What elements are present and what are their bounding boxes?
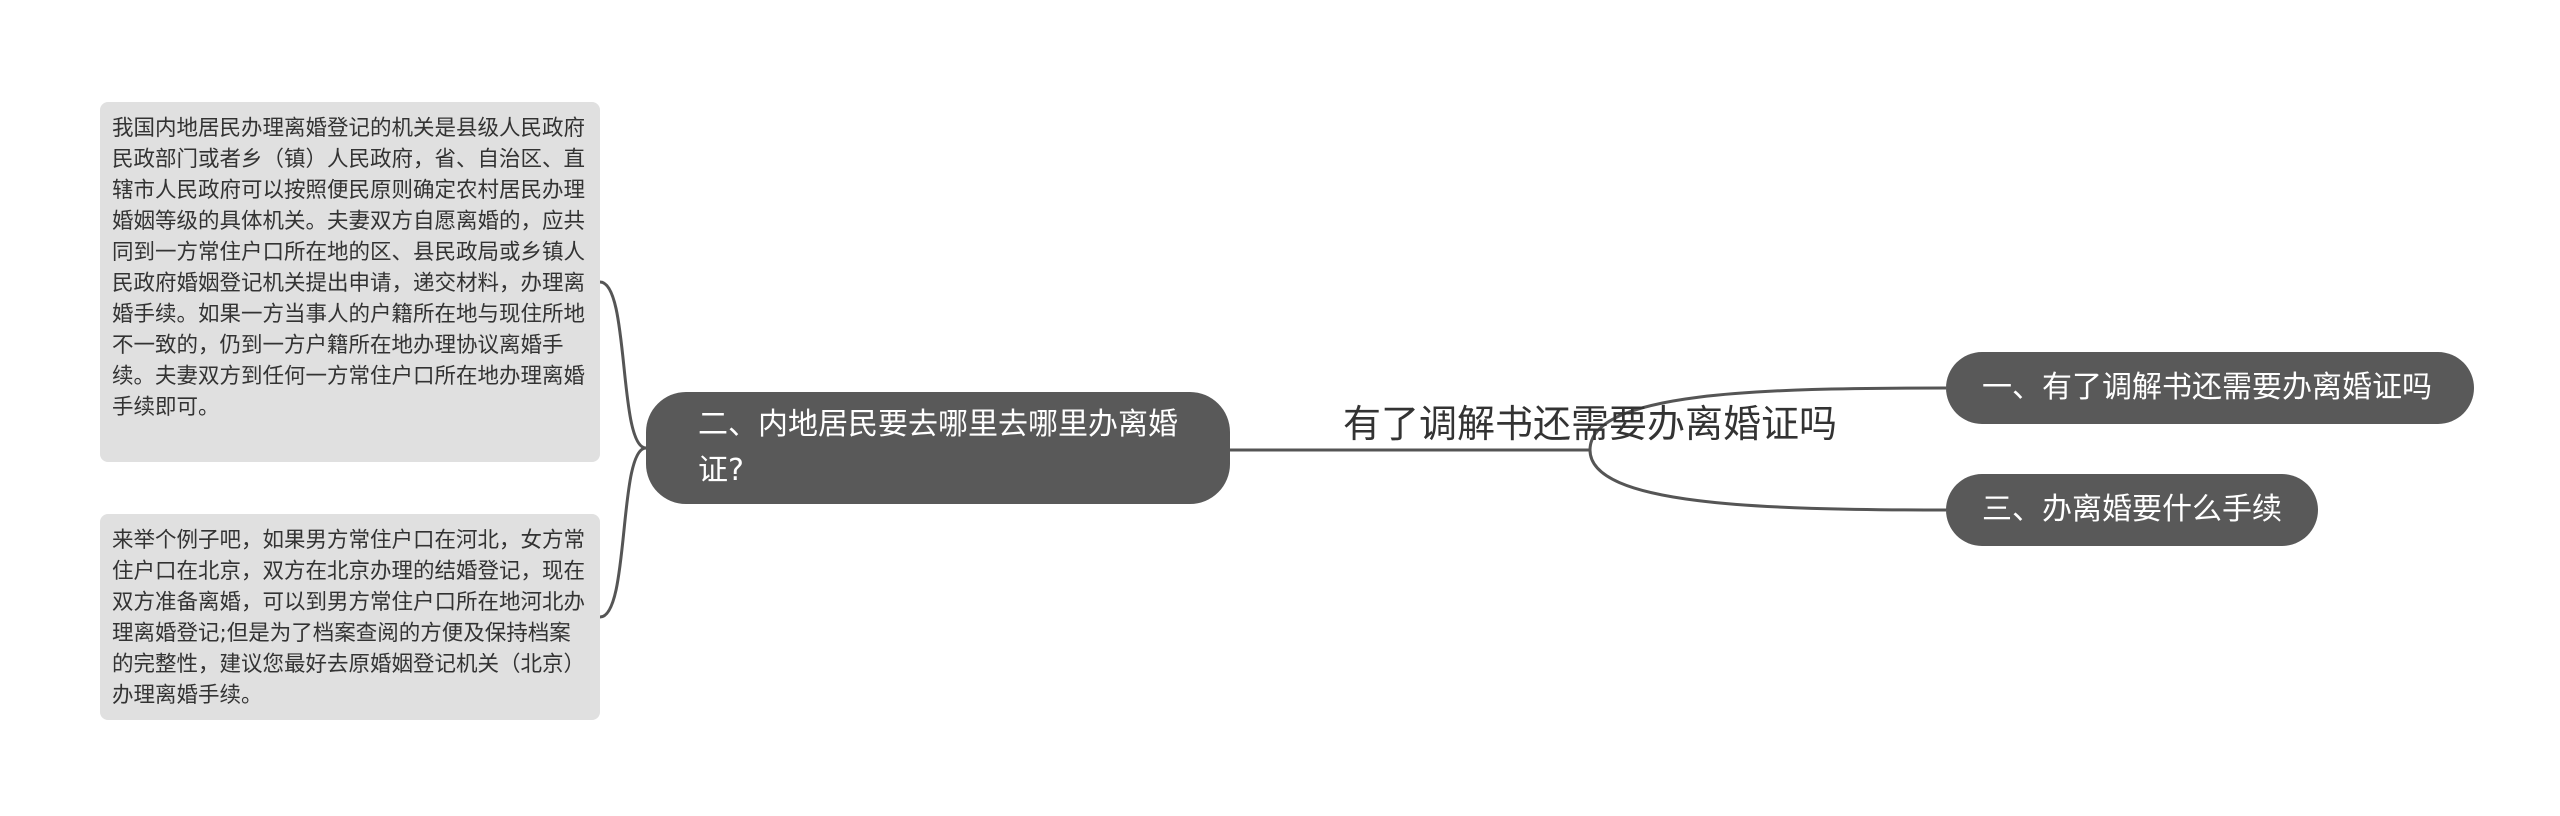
- topic-divorce-procedures[interactable]: 三、办离婚要什么手续: [1946, 474, 2318, 546]
- connector-central-to-right-1: [1588, 386, 1947, 451]
- connector-central-to-right-2: [1588, 449, 1947, 512]
- note-example[interactable]: 来举个例子吧，如果男方常住户口在河北，女方常住户口在北京，双方在北京办理的结婚登…: [100, 514, 600, 720]
- connector-main-to-note-1: [599, 280, 647, 450]
- topic-need-divorce-certificate[interactable]: 一、有了调解书还需要办离婚证吗: [1946, 352, 2474, 424]
- topic-where-to-divorce[interactable]: 二、内地居民要去哪里去哪里办离婚证?: [646, 392, 1230, 504]
- connector-main-to-note-2: [599, 446, 647, 619]
- central-topic[interactable]: 有了调解书还需要办离婚证吗: [1342, 402, 1837, 446]
- note-registration-authority[interactable]: 我国内地居民办理离婚登记的机关是县级人民政府民政部门或者乡（镇）人民政府，省、自…: [100, 102, 600, 462]
